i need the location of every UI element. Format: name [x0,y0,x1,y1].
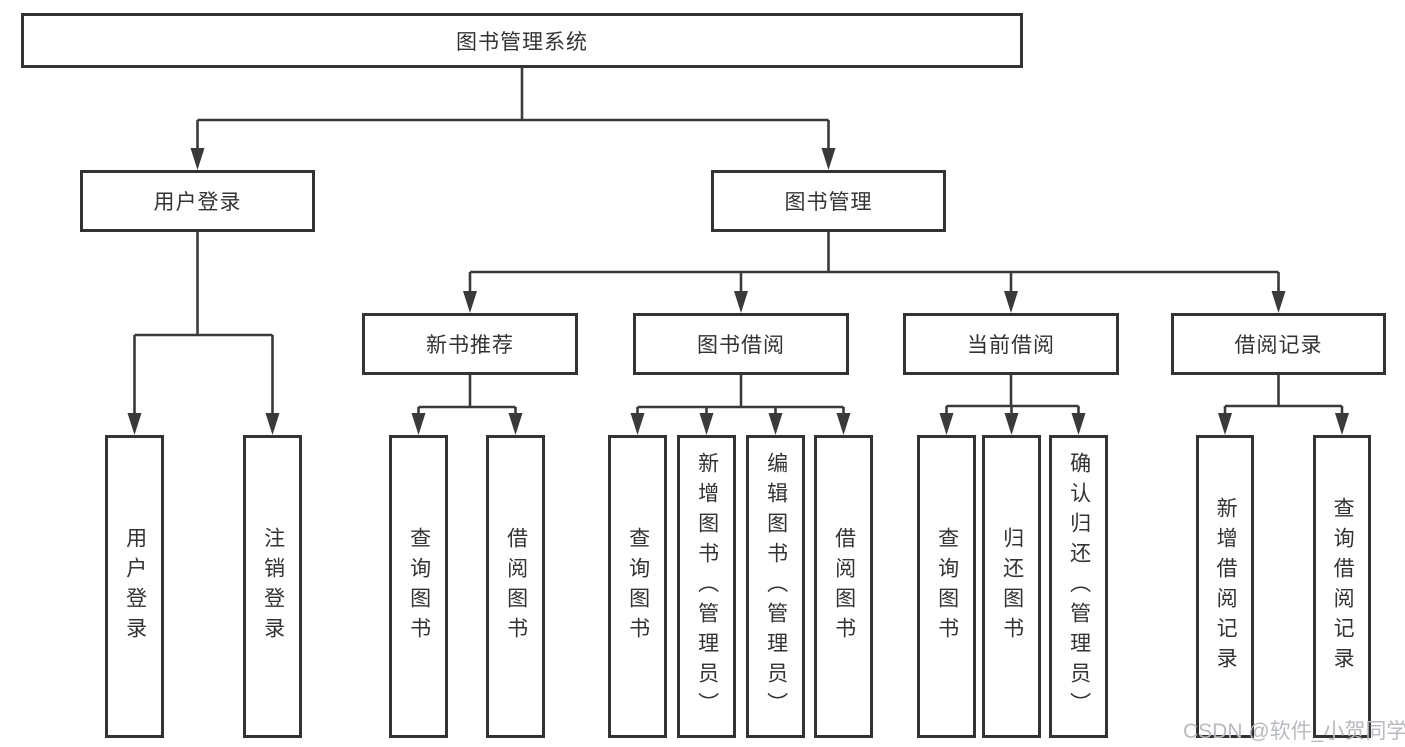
arrow-down-icon [821,148,836,170]
leaf-add-books-admin: 新增图书（管理员） [677,435,736,738]
arrow-down-icon [1271,291,1286,313]
leaf-query-books-recommend: 查询图书 [389,435,448,738]
arrow-down-icon [265,413,280,435]
arrow-down-icon [190,148,205,170]
arrow-down-icon [508,413,523,435]
leaf-edit-books-admin: 编辑图书（管理员） [746,435,805,738]
arrow-down-icon [836,413,851,435]
leaf-logout: 注销登录 [243,435,302,738]
node-user-login-label: 用户登录 [153,191,242,214]
leaf-query-books-current-label: 查询图书 [935,526,959,647]
node-root: 图书管理系统 [21,13,1023,68]
arrow-down-icon [734,291,748,313]
leaf-borrow-books-recommend-label: 借阅图书 [504,526,528,647]
leaf-borrow-books-borrowing: 借阅图书 [814,435,873,738]
leaf-query-books-recommend-label: 查询图书 [407,526,431,647]
leaf-return-books: 归还图书 [982,435,1041,738]
arrow-down-icon [411,413,426,435]
arrow-down-icon [1218,413,1232,435]
leaf-return-books-label: 归还图书 [1000,526,1024,647]
arrow-down-icon [463,291,477,313]
leaf-confirm-return-admin-label: 确认归还（管理员） [1067,451,1091,722]
leaf-query-books-current: 查询图书 [917,435,976,738]
node-current-borrowing-label: 当前借阅 [967,334,1055,357]
connector-newbook-to-leaves [417,375,517,417]
leaf-user-login-label: 用户登录 [123,526,147,647]
leaf-borrow-books-borrowing-label: 借阅图书 [832,526,856,647]
leaf-add-borrow-record-label: 新增借阅记录 [1214,496,1238,677]
node-book-management: 图书管理 [711,170,946,232]
node-new-book-recommend-label: 新书推荐 [426,334,514,357]
connector-record-to-leaves [1223,375,1344,417]
node-borrowing-records-label: 借阅记录 [1234,334,1323,357]
leaf-query-borrow-record-label: 查询借阅记录 [1331,496,1355,677]
csdn-watermark: CSDN @软件_小贺同学 [1183,720,1405,743]
leaf-query-books-borrowing-label: 查询图书 [626,526,650,647]
connector-bookmgmt-to-level3 [468,232,1280,295]
connector-borrow-to-leaves [636,375,845,417]
connector-current-to-leaves [945,375,1080,417]
node-current-borrowing: 当前借阅 [903,313,1119,375]
leaf-add-books-admin-label: 新增图书（管理员） [695,451,719,722]
leaf-query-borrow-record: 查询借阅记录 [1313,435,1371,738]
leaf-add-borrow-record: 新增借阅记录 [1196,435,1254,738]
leaf-user-login: 用户登录 [105,435,164,738]
node-book-management-label: 图书管理 [784,191,873,214]
leaf-logout-label: 注销登录 [261,526,285,647]
node-user-login: 用户登录 [80,170,315,232]
leaf-borrow-books-recommend: 借阅图书 [486,435,545,738]
arrow-down-icon [699,413,714,435]
leaf-query-books-borrowing: 查询图书 [608,435,667,738]
arrow-down-icon [768,413,783,435]
connector-segments [133,68,1344,417]
node-book-borrowing: 图书借阅 [633,313,849,375]
node-borrowing-records: 借阅记录 [1171,313,1386,375]
arrow-down-icon [1335,413,1349,435]
connector-userlogin-to-leaves [133,232,274,416]
arrow-down-icon [127,413,142,435]
arrow-down-icon [939,413,954,435]
node-new-book-recommend: 新书推荐 [362,313,578,375]
leaf-edit-books-admin-label: 编辑图书（管理员） [764,451,788,722]
arrow-down-icon [1071,413,1086,435]
leaf-confirm-return-admin: 确认归还（管理员） [1049,435,1108,738]
connector-root-to-level2 [196,68,830,152]
arrow-down-icon [1004,413,1019,435]
arrow-down-icon [630,413,645,435]
node-book-borrowing-label: 图书借阅 [697,334,785,357]
connector-arrowheads [127,148,1349,435]
arrow-down-icon [1004,291,1018,313]
node-root-label: 图书管理系统 [456,30,588,54]
